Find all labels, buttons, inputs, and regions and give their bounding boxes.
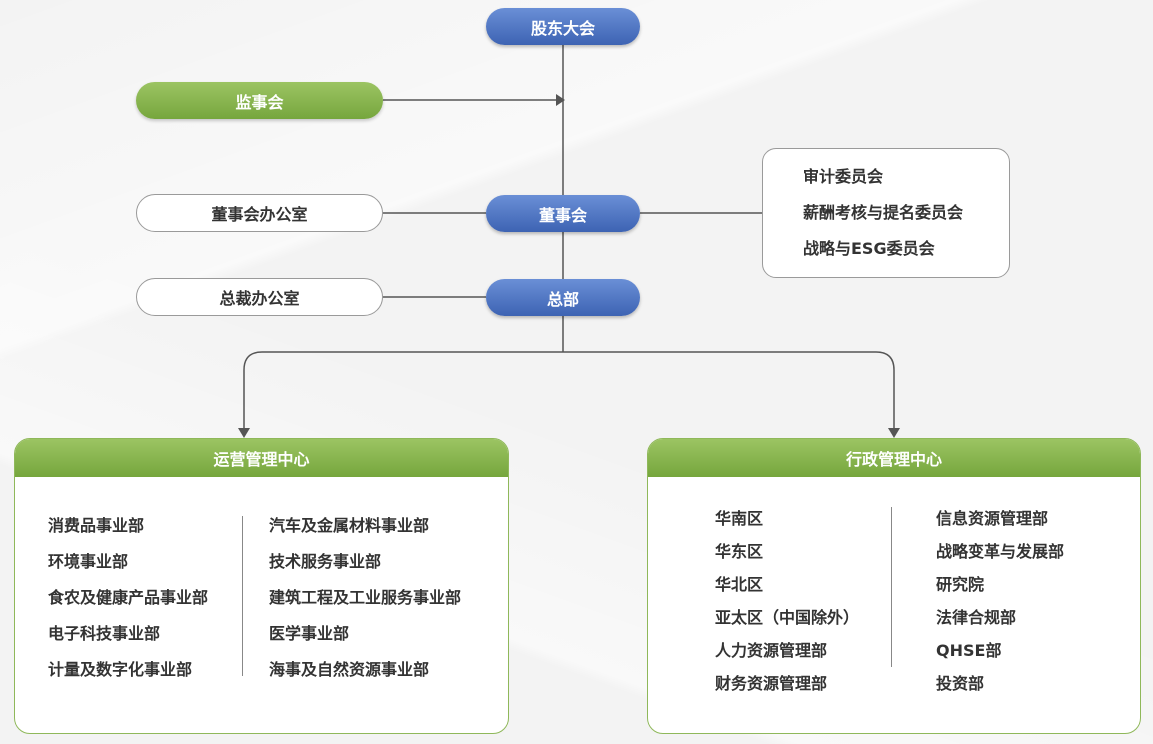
department-item: 亚太区（中国除外） [715,608,860,627]
business-unit-item: 消费品事业部 [48,516,145,535]
branch-right [563,351,895,430]
department-item: 信息资源管理部 [936,509,1049,528]
supervisory-board-node: 监事会 [136,82,383,119]
arrow-administration [888,428,900,438]
president-office-node: 总裁办公室 [136,278,383,316]
business-unit-item: 汽车及金属材料事业部 [269,516,430,535]
business-unit-item: 计量及数字化事业部 [48,660,193,679]
operations-divider [242,516,243,676]
department-item: 财务资源管理部 [715,674,828,693]
business-unit-item: 海事及自然资源事业部 [269,660,430,679]
arrow-operations [238,428,250,438]
department-item: 华东区 [715,542,764,561]
business-unit-item: 环境事业部 [48,552,129,571]
department-item: 华北区 [715,575,764,594]
committee-item: 战略与ESG委员会 [803,239,935,258]
administration-center-title: 行政管理中心 [648,439,1140,477]
business-unit-item: 医学事业部 [269,624,350,643]
board-of-directors-node: 董事会 [486,195,640,232]
administration-divider [891,507,892,667]
business-unit-item: 建筑工程及工业服务事业部 [269,588,462,607]
shareholders-meeting-node: 股东大会 [486,8,640,45]
committees-box: 审计委员会 薪酬考核与提名委员会 战略与ESG委员会 [762,148,1010,278]
administration-center-box: 行政管理中心 华南区 华东区 华北区 亚太区（中国除外） 人力资源管理部 财务资… [647,438,1141,734]
headquarters-node: 总部 [486,279,640,316]
committee-item: 审计委员会 [803,167,884,186]
branch-left [243,351,563,430]
arrow-supervisory [556,94,565,106]
business-unit-item: 食农及健康产品事业部 [48,588,209,607]
department-item: 华南区 [715,509,764,528]
department-item: 法律合规部 [936,608,1017,627]
operations-center-box: 运营管理中心 消费品事业部 环境事业部 食农及健康产品事业部 电子科技事业部 计… [14,438,509,734]
department-item: 投资部 [936,674,985,693]
operations-right-column: 汽车及金属材料事业部 技术服务事业部 建筑工程及工业服务事业部 医学事业部 海事… [269,512,461,692]
administration-right-column: 信息资源管理部 战略变革与发展部 研究院 法律合规部 QHSE部 投资部 [936,505,1064,703]
department-item: 人力资源管理部 [715,641,828,660]
department-item: 战略变革与发展部 [936,542,1065,561]
committee-item: 薪酬考核与提名委员会 [803,203,964,222]
operations-left-column: 消费品事业部 环境事业部 食农及健康产品事业部 电子科技事业部 计量及数字化事业… [48,512,208,692]
business-unit-item: 电子科技事业部 [48,624,161,643]
administration-left-column: 华南区 华东区 华北区 亚太区（中国除外） 人力资源管理部 财务资源管理部 [715,505,859,703]
department-item: QHSE部 [936,641,1002,660]
operations-center-title: 运营管理中心 [15,439,508,477]
department-item: 研究院 [936,575,985,594]
board-office-node: 董事会办公室 [136,194,383,232]
business-unit-item: 技术服务事业部 [269,552,382,571]
